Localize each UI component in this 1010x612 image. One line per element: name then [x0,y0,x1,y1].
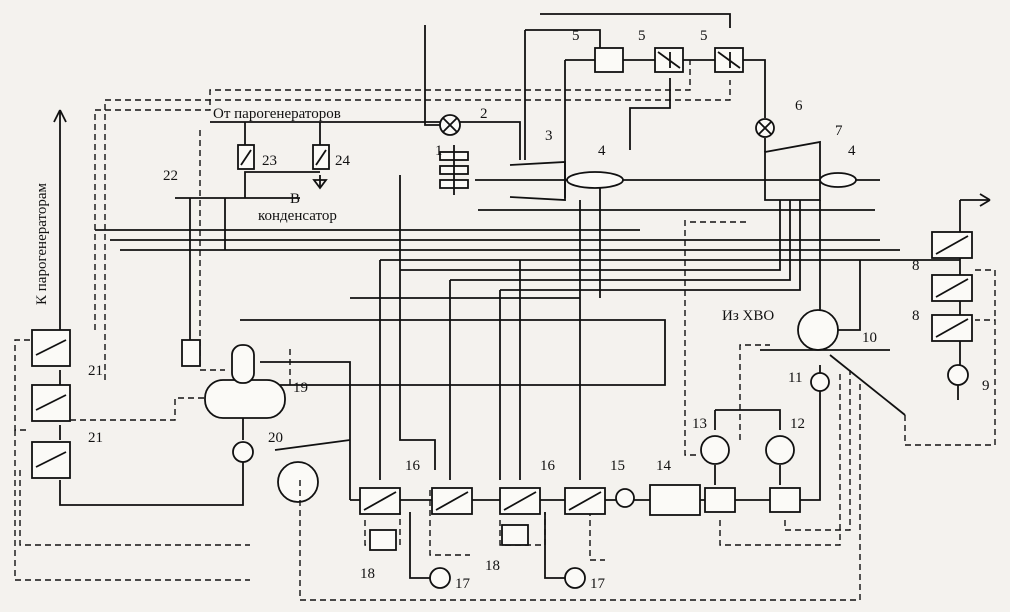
ref-18a: 18 [360,566,375,582]
ref-15: 15 [610,458,625,474]
ref-8a: 8 [912,258,920,274]
label-from-chemical-water-treatment: Из ХВО [722,308,774,324]
ref-2: 2 [480,106,488,122]
ref-5b: 5 [638,28,646,44]
ref-7: 7 [835,123,843,139]
ref-20: 20 [268,430,283,446]
ref-17a: 17 [455,576,471,592]
ref-19: 19 [293,380,308,396]
ref-3: 3 [545,128,553,144]
ref-4b: 4 [848,143,856,159]
ref-6: 6 [795,98,803,114]
reference-numbers: 2 1 3 4 4 5 5 5 6 7 8 8 9 10 11 12 13 14… [88,28,990,592]
ref-23: 23 [262,153,277,169]
ref-5c: 5 [700,28,708,44]
ref-16a: 16 [405,458,421,474]
label-from-steam-generators: От парогенераторов [213,106,341,122]
ref-24: 24 [335,153,351,169]
ref-22: 22 [163,168,178,184]
ref-9: 9 [982,378,990,394]
label-to-condenser-1: В [290,191,300,207]
ref-14: 14 [656,458,672,474]
ref-16b: 16 [540,458,556,474]
ref-5a: 5 [572,28,580,44]
process-lines [59,13,990,589]
flow-arrows [53,109,991,207]
label-to-steam-generators: К парогенераторам [34,182,50,305]
ref-1: 1 [435,143,443,159]
ref-10: 10 [862,330,877,346]
equipment [31,47,973,551]
ref-18b: 18 [485,558,500,574]
ref-4a: 4 [598,143,606,159]
ref-8b: 8 [912,308,920,324]
drain-lines [14,60,996,601]
label-to-condenser-2: конденсатор [258,208,337,224]
ref-21a: 21 [88,363,103,379]
labels: От парогенераторов В конденсатор Из ХВО … [34,106,774,324]
ref-11: 11 [788,370,802,386]
ref-12: 12 [790,416,805,432]
ref-21b: 21 [88,430,103,446]
ref-13: 13 [692,416,707,432]
ref-17b: 17 [590,576,606,592]
